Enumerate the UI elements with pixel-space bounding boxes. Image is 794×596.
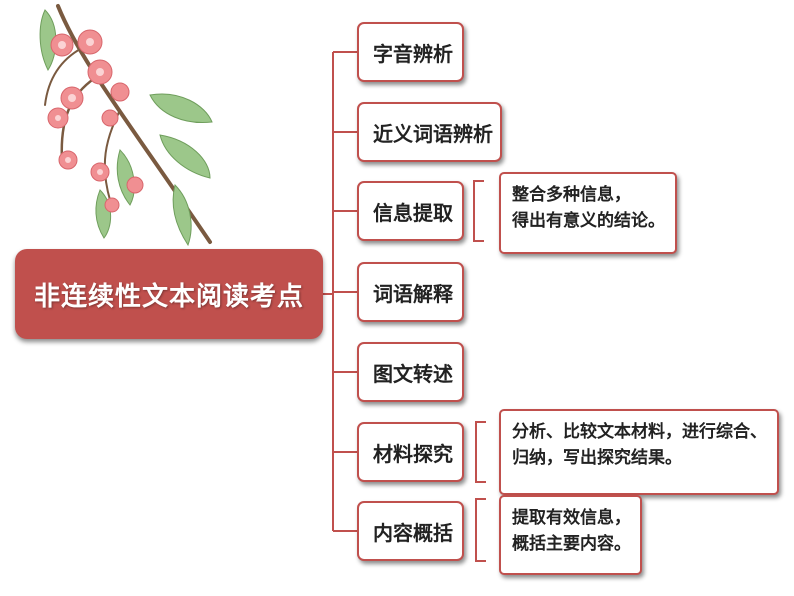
note-line: 得出有意义的结论。 <box>512 211 665 231</box>
note-line: 分析、比较文本材料，进行综合、 <box>512 422 767 442</box>
root-topic-label: 非连续性文本阅读考点 <box>33 281 304 312</box>
note-bracket <box>473 180 484 242</box>
note-bracket <box>475 498 486 562</box>
topic-node: 词语解释 <box>357 262 464 322</box>
topic-node-label: 材料探究 <box>373 441 453 466</box>
topic-node-label: 词语解释 <box>373 281 453 306</box>
note-line: 概括主要内容。 <box>512 534 631 554</box>
topic-node: 图文转述 <box>357 342 464 402</box>
flower-branch-icon <box>39 4 213 247</box>
note-box: 提取有效信息， 概括主要内容。 <box>499 495 642 575</box>
note-line: 归纳，写出探究结果。 <box>512 448 682 468</box>
note-bracket <box>475 421 486 483</box>
topic-node: 材料探究 <box>357 422 464 482</box>
topic-node-label: 近义词语辨析 <box>373 121 493 146</box>
topic-node: 内容概括 <box>357 501 464 561</box>
note-line: 整合多种信息， <box>512 185 631 205</box>
root-topic: 非连续性文本阅读考点 <box>15 249 323 339</box>
topic-node-label: 字音辨析 <box>373 41 453 66</box>
note-box: 分析、比较文本材料，进行综合、归纳，写出探究结果。 <box>499 409 779 495</box>
topic-node: 近义词语辨析 <box>357 102 502 162</box>
note-line: 提取有效信息， <box>512 508 631 528</box>
topic-node-label: 内容概括 <box>373 520 453 545</box>
topic-node-label: 图文转述 <box>373 361 453 386</box>
topic-node: 信息提取 <box>357 181 464 241</box>
note-box: 整合多种信息， 得出有意义的结论。 <box>499 172 677 254</box>
topic-node: 字音辨析 <box>357 22 464 82</box>
topic-node-label: 信息提取 <box>373 200 453 225</box>
